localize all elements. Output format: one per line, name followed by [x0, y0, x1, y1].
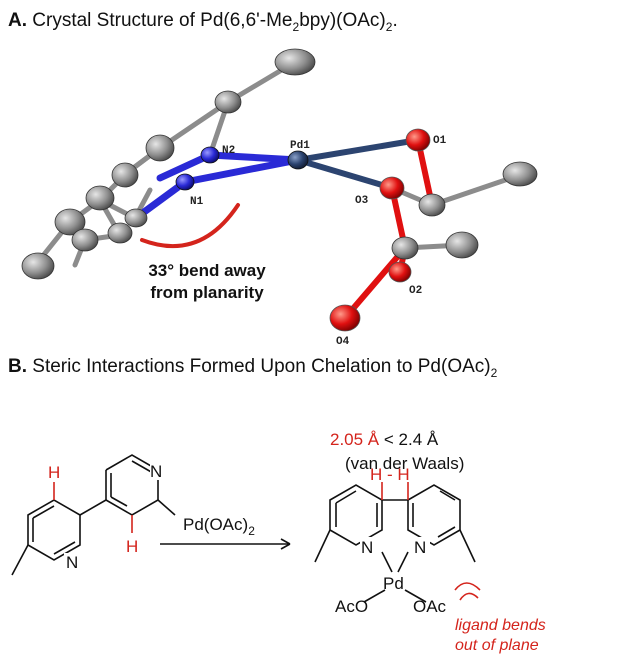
complex-right-ring: [407, 484, 461, 546]
carbon-atom: [145, 134, 175, 162]
label-o4: O4: [336, 336, 350, 348]
nitrogen-atoms: [175, 146, 220, 191]
pd-oac-bonds: [363, 589, 427, 603]
left-ring-double-bonds: [32, 505, 76, 555]
right-ring: [105, 454, 159, 516]
van-der-waals-label: (van der Waals): [345, 454, 464, 473]
note-line2: out of plane: [455, 637, 539, 654]
oxygen-atom-o3: [379, 176, 405, 200]
panel-a-title-sub: 2: [292, 19, 300, 34]
label-o3: O3: [355, 195, 369, 207]
hh-label: H - H: [370, 465, 410, 484]
distance-label: 2.05 Å < 2.4 Å: [330, 430, 439, 449]
carbon-atom: [54, 208, 86, 236]
carbon-atom: [214, 90, 242, 114]
panel-b-letter: B.: [8, 356, 27, 377]
right-methyl: [157, 499, 176, 516]
panel-a-title-end: .: [392, 10, 398, 31]
complex-left-double-bonds: [335, 490, 378, 527]
bend-arc: [140, 203, 240, 249]
pd-oxygen-bonds: [295, 137, 421, 191]
panel-a-title-mid: bpy)(OAc): [299, 10, 386, 31]
carbon-atom: [274, 48, 316, 76]
panel-b-title-text: Steric Interactions Formed Upon Chelatio…: [32, 356, 491, 377]
inter-ring-bond: [79, 499, 107, 516]
reagent-label: Pd(OAc)2: [183, 515, 255, 538]
left-methyl: [11, 544, 29, 576]
label-o1: O1: [433, 135, 447, 147]
label-o2: O2: [409, 285, 422, 297]
complex-oac: OAc: [413, 597, 447, 616]
complex-n-right: N: [414, 538, 426, 557]
nitrogen-atom-n1: [175, 173, 195, 191]
distance-rest: < 2.4 Å: [379, 430, 439, 449]
panel-b-title: B. Steric Interactions Formed Upon Chela…: [8, 356, 497, 380]
chelated-bipyridine: [314, 482, 476, 603]
carbon-atom: [85, 185, 115, 211]
panel-b-title-sub: 2: [490, 365, 498, 380]
left-ring: [27, 499, 81, 561]
panel-a-letter: A.: [8, 10, 27, 31]
complex-n-left: N: [361, 538, 373, 557]
panel-a-title-text: Crystal Structure of Pd(6,6'-Me: [32, 10, 293, 31]
free-bipyridine: [11, 454, 176, 576]
distance-red: 2.05 Å: [330, 430, 380, 449]
complex-right-double-bonds: [412, 490, 456, 538]
reaction-arrow: [160, 538, 291, 550]
oxygen-atom-o2: [388, 261, 412, 283]
label-n2: N2: [222, 145, 235, 157]
carbon-atoms: [21, 48, 538, 280]
carbon-atom: [445, 231, 479, 259]
nitrogen-bonds: [136, 151, 302, 219]
complex-pd: Pd: [383, 574, 404, 593]
label-pd1: Pd1: [290, 140, 310, 152]
carbon-atom: [124, 208, 148, 228]
note-line1: ligand bends: [455, 617, 546, 634]
complex-left-ring: [329, 484, 383, 546]
free-ligand-h-top: H: [48, 463, 60, 482]
oxygen-atom-o1: [405, 128, 431, 152]
label-n1: N1: [190, 196, 204, 208]
free-ligand-h-bottom: H: [126, 537, 138, 556]
steric-clash-mark: [454, 582, 481, 601]
free-ligand-n-left: N: [66, 553, 78, 572]
complex-left-methyl: [314, 529, 331, 563]
carbon-atom: [418, 193, 446, 217]
complex-aco: AcO: [335, 597, 368, 616]
bend-label-line1: 33° bend away: [148, 261, 266, 280]
panel-a-title: A. Crystal Structure of Pd(6,6'-Me2bpy)(…: [8, 10, 398, 34]
bend-label-line2: from planarity: [150, 283, 264, 302]
complex-right-methyl: [459, 529, 476, 563]
oxygen-atom-o4: [329, 304, 361, 332]
carbon-atom: [21, 252, 55, 280]
carbon-atom: [71, 228, 99, 252]
carbon-atom: [107, 222, 133, 244]
palladium-atom: [287, 150, 309, 170]
carbon-atom: [502, 161, 538, 187]
oxygen-atoms: [329, 128, 431, 332]
panel-a-title-sub2: 2: [385, 19, 393, 34]
free-ligand-n-right: N: [150, 462, 162, 481]
crystal-structure: Pd1 N2 N1 O1 O3 O2 O4 33° bend away from…: [21, 48, 538, 348]
right-ring-double-bonds: [110, 460, 154, 507]
nitrogen-atom-n2: [200, 146, 220, 164]
carbon-atom: [391, 236, 419, 260]
carbon-atom: [111, 162, 139, 188]
n-pd-bonds: [381, 551, 409, 573]
